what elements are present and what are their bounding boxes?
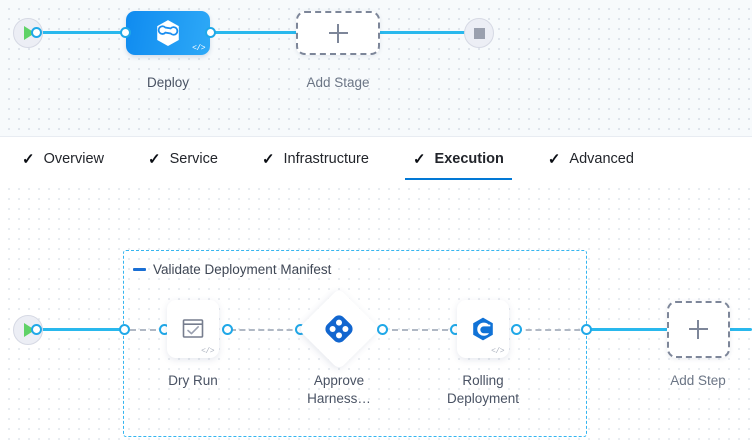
exec-dashed-2 [230, 329, 302, 331]
check-icon: ✓ [261, 150, 275, 168]
stage-canvas[interactable]: </> Deploy Add Stage [0, 0, 752, 136]
stage-deploy-out-port[interactable] [205, 27, 216, 38]
check-icon: ✓ [547, 150, 561, 168]
add-stage-label: Add Stage [306, 75, 370, 90]
tab-execution[interactable]: ✓ Execution [391, 137, 526, 181]
play-icon [24, 323, 35, 337]
dry-run-check-window-icon [182, 319, 204, 338]
step-label-dry-run: Dry Run [168, 373, 218, 388]
stage-start-port[interactable] [31, 27, 42, 38]
collapse-dash-icon[interactable] [133, 268, 146, 271]
tab-overview[interactable]: ✓ Overview [0, 137, 126, 181]
stage-node-deploy[interactable]: </> [126, 11, 210, 55]
stop-icon [473, 27, 485, 39]
stage-code-badge[interactable]: </> [192, 44, 205, 53]
exec-connector-start [36, 328, 130, 331]
step-code-badge[interactable]: </> [201, 347, 214, 356]
stage-tabbar: ✓ Overview ✓ Service ✓ Infrastructure ✓ … [0, 136, 752, 182]
exec-port-rolling-out[interactable] [511, 324, 522, 335]
check-icon: ✓ [148, 150, 161, 168]
step-label-rolling-deployment: Rolling Deployment [446, 373, 520, 406]
tab-label: Execution [434, 151, 504, 167]
step-node-approve-icon-wrap [310, 300, 368, 358]
stage-end-node[interactable] [464, 18, 494, 48]
tab-label: Advanced [569, 151, 634, 167]
tab-underline [404, 178, 512, 181]
step-group-validate-deployment-manifest[interactable] [123, 250, 587, 437]
harness-deploy-icon [157, 20, 179, 46]
stage-node-label-deploy: Deploy [146, 75, 190, 90]
add-step-label: Add Step [670, 373, 726, 388]
exec-dashed-1 [130, 329, 166, 331]
play-icon [24, 26, 35, 40]
check-icon: ✓ [412, 150, 426, 168]
add-stage-node[interactable] [296, 11, 380, 55]
stage-start-node[interactable] [13, 18, 43, 48]
exec-dashed-4 [516, 329, 590, 331]
check-icon: ✓ [22, 150, 35, 168]
exec-start-port[interactable] [31, 324, 42, 335]
rolling-deployment-icon [473, 317, 493, 341]
exec-connector-to-add-step [586, 328, 668, 331]
exec-port-approve-out[interactable] [377, 324, 388, 335]
exec-port-dryrun-out[interactable] [222, 324, 233, 335]
plus-icon [328, 23, 348, 43]
stage-deploy-in-port[interactable] [120, 27, 131, 38]
add-step-node[interactable] [667, 301, 730, 358]
tab-advanced[interactable]: ✓ Advanced [526, 137, 656, 181]
stage-connector-start [36, 31, 130, 34]
tab-label: Service [169, 151, 218, 167]
step-node-dry-run[interactable]: </> [167, 300, 219, 358]
step-label-approve-harness: Approve Harness… [307, 373, 371, 406]
plus-icon [689, 320, 708, 339]
exec-dashed-3 [382, 329, 458, 331]
step-group-title[interactable]: Validate Deployment Manifest [133, 262, 331, 277]
exec-port-group-in[interactable] [119, 324, 130, 335]
tab-infrastructure[interactable]: ✓ Infrastructure [240, 137, 391, 181]
step-group-title-label: Validate Deployment Manifest [153, 262, 332, 277]
step-code-badge[interactable]: </> [491, 347, 504, 356]
exec-port-group-out[interactable] [581, 324, 592, 335]
tab-label: Infrastructure [283, 151, 369, 167]
tab-service[interactable]: ✓ Service [126, 137, 240, 181]
step-node-rolling-deployment[interactable]: </> [457, 300, 509, 358]
tab-label: Overview [43, 151, 105, 167]
harness-approval-icon [325, 315, 353, 343]
execution-canvas[interactable]: Validate Deployment Manifest [0, 180, 752, 448]
exec-connector-tail [729, 328, 752, 331]
